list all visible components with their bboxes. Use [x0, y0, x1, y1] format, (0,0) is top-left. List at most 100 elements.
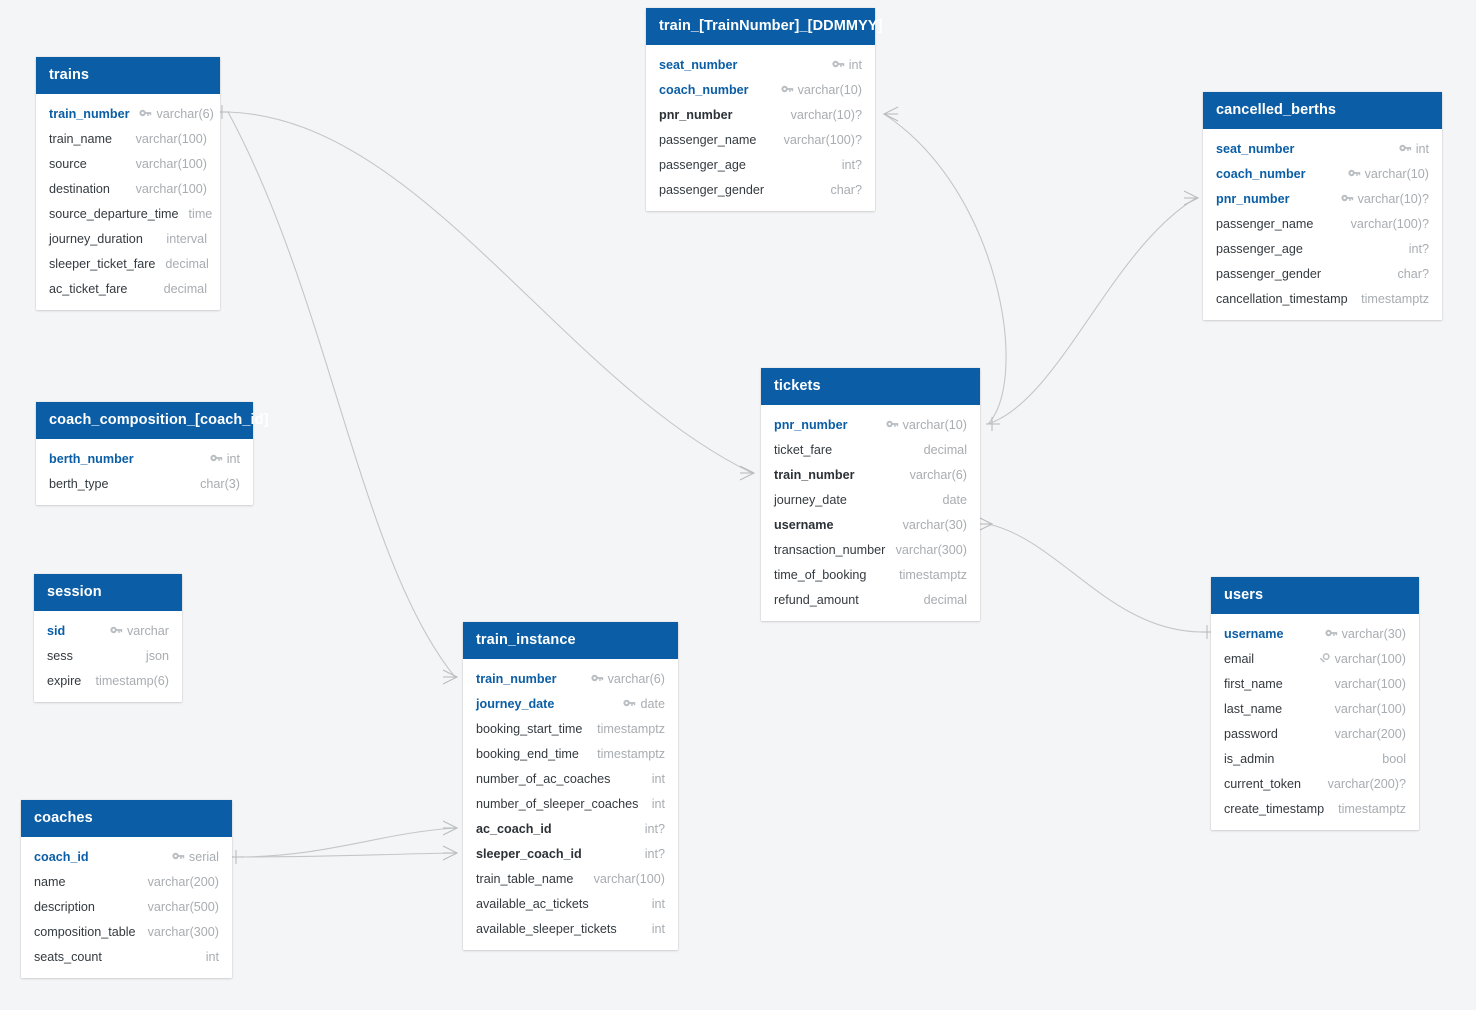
column-name: ac_coach_id — [476, 821, 552, 836]
table-title-cancelled_berths[interactable]: cancelled_berths — [1203, 92, 1442, 129]
table-title-tickets[interactable]: tickets — [761, 368, 980, 405]
table-title-coach_composition[interactable]: coach_composition_[coach_id] — [36, 402, 268, 439]
column-name: train_number — [49, 106, 130, 121]
column-name: password — [1224, 726, 1278, 741]
key-icon — [832, 59, 845, 70]
column-name: description — [34, 899, 95, 914]
table-title-train_instance[interactable]: train_instance — [463, 622, 678, 659]
table-title-coaches[interactable]: coaches — [21, 800, 232, 837]
column-type: date — [942, 492, 967, 507]
column-type: char? — [1397, 266, 1429, 281]
column-name: sleeper_ticket_fare — [49, 256, 156, 271]
column-name: refund_amount — [774, 592, 859, 607]
column-name: train_table_name — [476, 871, 574, 886]
key-icon — [886, 419, 899, 430]
edge-trains-train-instance — [227, 111, 456, 678]
table-title-train_table[interactable]: train_[TrainNumber]_[DDMMYY] — [646, 8, 882, 45]
table-card-coach_composition[interactable]: coach_composition_[coach_id] berth_number… — [36, 402, 268, 505]
column-name: train_number — [476, 671, 557, 686]
table-title-session[interactable]: session — [34, 574, 182, 611]
column-name: last_name — [1224, 701, 1283, 716]
column-type: varchar(100)? — [1350, 216, 1429, 231]
key-icon — [1340, 193, 1354, 204]
table-title-users[interactable]: users — [1211, 577, 1419, 614]
column-row[interactable]: passenger_name varchar(100)? — [1203, 211, 1442, 236]
table-title-trains[interactable]: trains — [36, 57, 220, 94]
column-name: passenger_name — [1216, 216, 1314, 231]
column-type: varchar(200) — [147, 874, 219, 889]
column-name: booking_end_time — [476, 746, 579, 761]
column-type: char? — [830, 182, 862, 197]
column-name: current_token — [1224, 776, 1302, 791]
column-name: pnr_number — [1216, 191, 1290, 206]
key-icon — [1348, 168, 1361, 179]
